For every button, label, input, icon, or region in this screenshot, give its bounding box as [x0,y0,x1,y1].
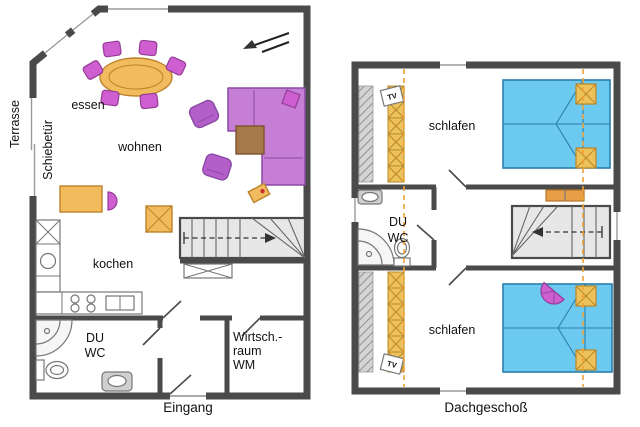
label-tv-bottom: TV [386,359,397,370]
upper-stairs [510,204,612,260]
label-wirtschraum-3: WM [233,358,255,372]
kitchen-appliance-cross [35,219,61,277]
dining-chair [100,89,120,107]
ground-bathroom [35,319,133,392]
armchair [188,99,220,129]
toilet-bowl-inner [49,364,65,376]
stair-body [178,216,307,260]
stair-body [510,204,612,260]
living-room-furniture [188,87,306,204]
window-glass-lines [44,8,168,54]
toilet-tank [35,359,45,381]
roof-height-dashed-lines [403,69,584,387]
label-wirtschraum-1: Wirtsch.- [233,330,282,344]
label-wc: WC [85,346,106,360]
upper-interior-walls [355,184,617,271]
label-terrasse: Terrasse [8,100,22,148]
label-dachgeschoss: Dachgeschoß [444,400,527,415]
stair-winders [251,217,306,259]
label-wirtschraum-2: raum [233,344,261,358]
toilet-tank [393,257,411,267]
bedroom-chair [540,281,565,305]
washbasin-bowl [361,191,379,203]
dining-table-inner-edge [108,64,164,90]
desk-chair [107,191,118,211]
label-upper-du: DU [389,215,407,229]
dining-chair [102,40,122,58]
dining-chair [165,56,187,76]
dining-table [99,57,173,97]
understair-storage [183,263,233,279]
sideboard [145,205,173,233]
label-essen: essen [71,98,104,112]
toilet-bowl-inner [396,241,408,255]
tv-unit-bottom: TV [379,353,405,375]
kneewall-hatch-bottom [358,271,374,373]
sofa-cushion-seams [253,90,303,159]
dining-chair [82,60,104,80]
stair-arrowhead [532,227,543,237]
label-upper-wc: WC [388,231,409,245]
dining-chair [139,92,159,110]
north-arrow-icon [243,32,290,53]
stove-burners [70,294,96,313]
label-schlafen-top: schlafen [429,119,476,133]
upper-door-leaves [416,169,467,286]
bed-lines [503,283,612,373]
shower-drain [43,327,51,335]
dining-set [82,39,187,110]
shower-inner-arc [35,319,61,345]
label-schlafen-bottom: schlafen [429,323,476,337]
shower-inner-arc [357,240,383,266]
stair-arrowhead [265,233,276,243]
label-schiebetuer: Schiebetür [41,120,55,180]
desk-set [59,185,118,213]
label-kochen: kochen [93,257,133,271]
label-tv-top: TV [386,91,397,102]
coffee-table [235,125,265,155]
tv-indicator [260,188,265,194]
ground-floor-plan: Terrasse Schiebetür essen wohnen kochen … [8,5,311,415]
ground-interior-walls [33,258,307,396]
dining-chair [138,39,158,57]
armchair [202,153,232,181]
nightstand-crosses [575,83,597,371]
ground-stairs [178,216,307,260]
upper-bathroom [357,189,411,267]
sliding-door-lines [30,98,36,196]
bathroom-fixture-basin [107,374,127,388]
storage-box-cross [183,263,233,279]
desk [59,185,103,213]
kitchen-counter-left [35,219,61,293]
nightstand-storage [575,83,597,371]
tv-unit-top: TV [379,85,405,107]
label-du: DU [86,331,104,345]
sofa-pillow [281,89,301,109]
upper-floor-plan: TV TV schlafen schlafen DU WC Dachgescho… [351,61,621,415]
label-eingang: Eingang [163,400,213,415]
label-wohnen: wohnen [117,140,162,154]
kitchen-counters [35,219,143,315]
sideboard-cross [145,205,173,233]
shower-drain [365,250,373,258]
kneewall-hatch-top [358,85,374,183]
upper-window-glass-lines [354,64,618,392]
tv-unit [247,182,271,204]
door-leaves [142,300,261,395]
toilet-bowl [393,237,411,259]
kitchen-sink-basin [39,252,57,270]
toilet-bowl [45,360,69,380]
landing-shelf [545,189,585,202]
